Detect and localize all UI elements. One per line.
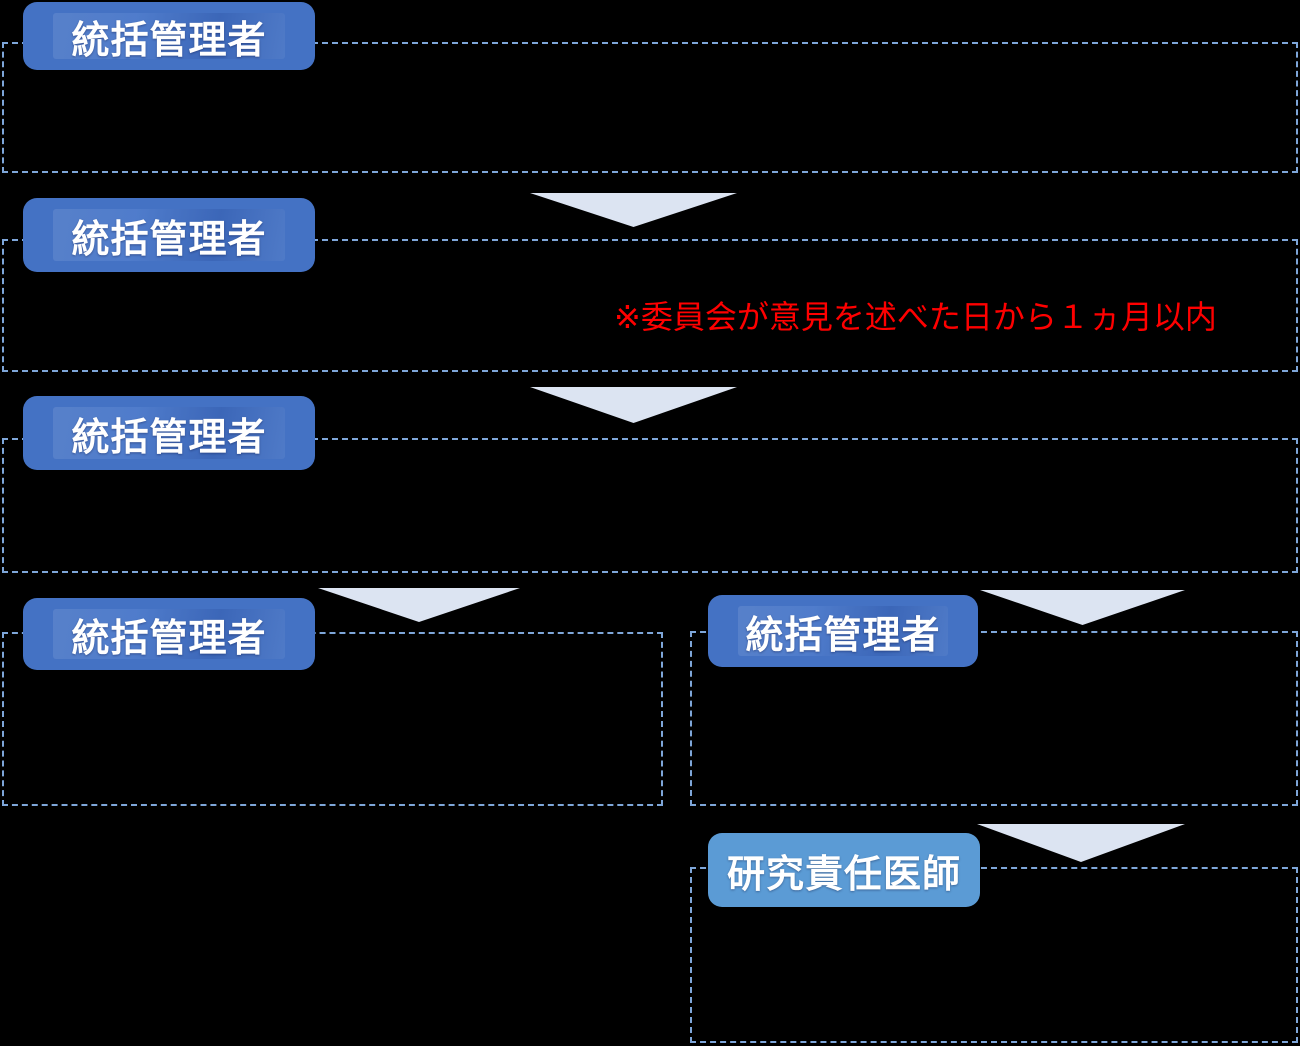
stage-5-container xyxy=(690,631,1298,806)
role-box-supervisor-2: 統括管理者 xyxy=(23,198,315,272)
box-texture xyxy=(738,606,948,656)
stage-6-container xyxy=(690,867,1298,1043)
box-texture xyxy=(53,13,285,59)
role-label: 統括管理者 xyxy=(71,19,267,62)
stage-4-container xyxy=(2,632,663,806)
down-arrow-icon-2 xyxy=(530,387,737,423)
role-label: 統括管理者 xyxy=(71,617,267,660)
role-label: 統括管理者 xyxy=(71,416,267,459)
down-arrow-icon-1 xyxy=(530,193,737,227)
role-box-supervisor-4: 統括管理者 xyxy=(23,598,315,670)
deadline-annotation: ※委員会が意見を述べた日から１ヵ月以内 xyxy=(614,299,1217,335)
role-label: 研究責任医師 xyxy=(726,853,961,896)
stage-2-container xyxy=(2,239,1298,372)
down-arrow-icon-4 xyxy=(980,590,1185,625)
role-box-supervisor-5: 統括管理者 xyxy=(708,595,978,667)
box-texture xyxy=(53,209,285,261)
role-box-supervisor-1: 統括管理者 xyxy=(23,2,315,70)
stage-3-container xyxy=(2,438,1298,573)
down-arrow-icon-5 xyxy=(977,824,1185,862)
box-texture xyxy=(53,609,285,659)
role-box-principal-investigator: 研究責任医師 xyxy=(708,833,980,907)
role-label: 統括管理者 xyxy=(745,614,941,657)
down-arrow-icon-3 xyxy=(318,588,520,622)
role-box-supervisor-3: 統括管理者 xyxy=(23,396,315,470)
role-label: 統括管理者 xyxy=(71,218,267,261)
box-texture xyxy=(53,407,285,459)
stage-1-container xyxy=(2,42,1298,173)
